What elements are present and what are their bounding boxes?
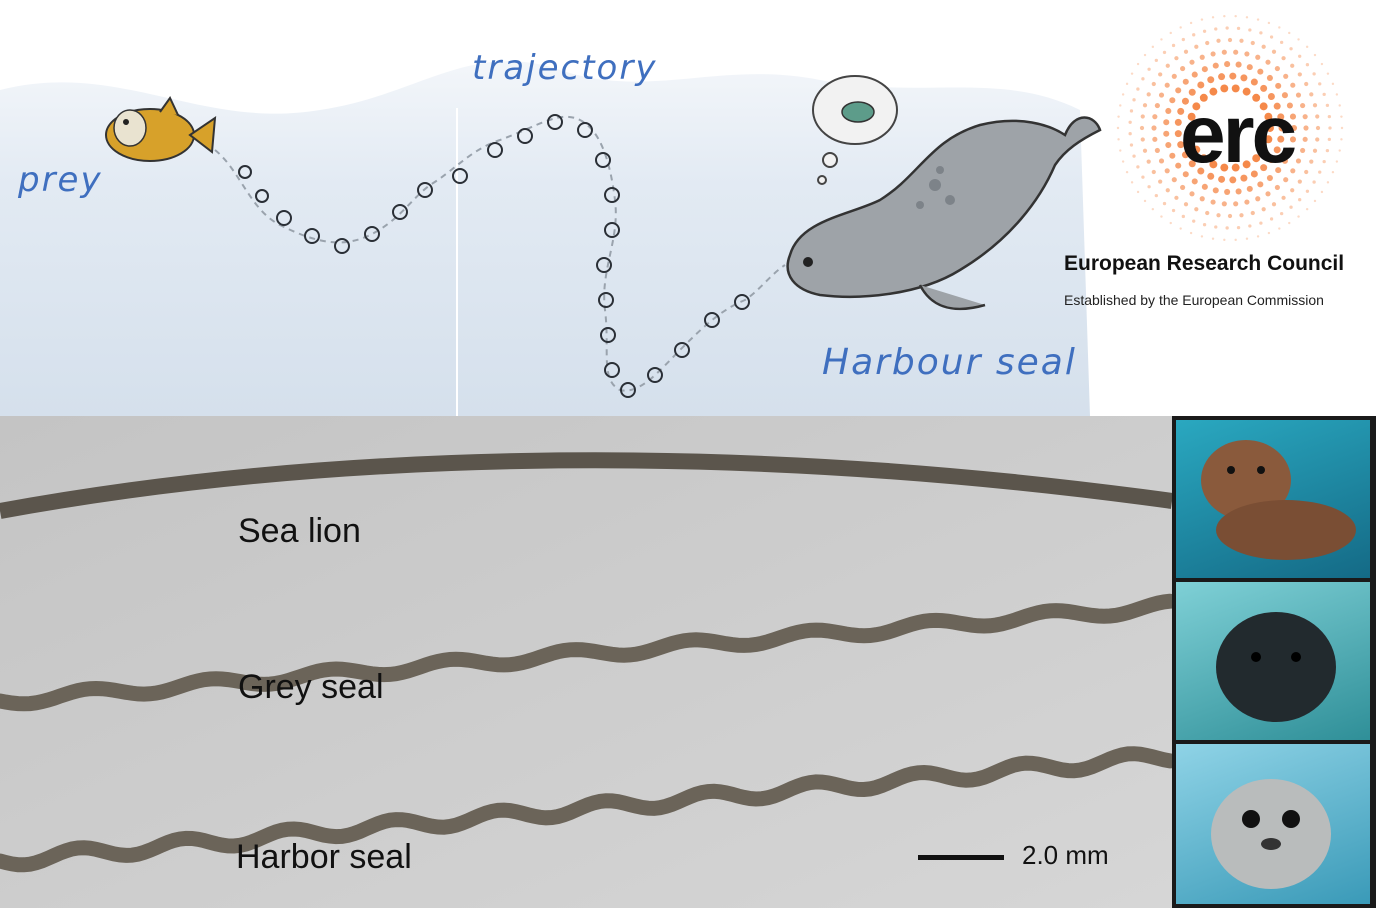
sea-lion-label: Sea lion — [238, 512, 361, 550]
watercolor-wash — [0, 61, 1090, 416]
grey-seal-photo — [1176, 582, 1370, 740]
erc-dot-halo — [1116, 14, 1344, 242]
grey-seal-whisker — [0, 593, 1172, 712]
erc-name: European Research Council — [1064, 252, 1345, 275]
scale-bar — [918, 855, 1004, 860]
thought-bubble — [812, 75, 898, 185]
sea-lion-whisker — [0, 452, 1172, 519]
sea-lion-photo — [1176, 420, 1370, 578]
erc-logo: erc — [1180, 89, 1297, 180]
harbor-seal-label: Harbor seal — [236, 838, 412, 876]
scale-bar-label: 2.0 mm — [1022, 840, 1109, 870]
erc-tagline: Established by the European Commission — [1064, 292, 1324, 308]
harbor-seal-photo — [1176, 744, 1370, 904]
trajectory-vortices — [238, 114, 750, 398]
animal-photo-strip — [1172, 416, 1376, 908]
grey-seal-label: Grey seal — [238, 668, 384, 706]
harbor-seal-whisker — [0, 746, 1172, 873]
trajectory-label: trajectory — [472, 48, 658, 88]
whisker-drawing — [0, 416, 1172, 908]
whisker-photo: Sea lion Grey seal Harbor seal — [0, 416, 1172, 908]
harbour-seal-icon — [786, 116, 1102, 311]
illustration-panel: prey trajectory Harbour seal erc Europea… — [0, 0, 1376, 416]
illustration-background — [0, 14, 1344, 416]
harbour-seal-label: Harbour seal — [822, 342, 1077, 383]
prey-label: prey — [18, 160, 103, 200]
fish-icon — [105, 96, 217, 162]
